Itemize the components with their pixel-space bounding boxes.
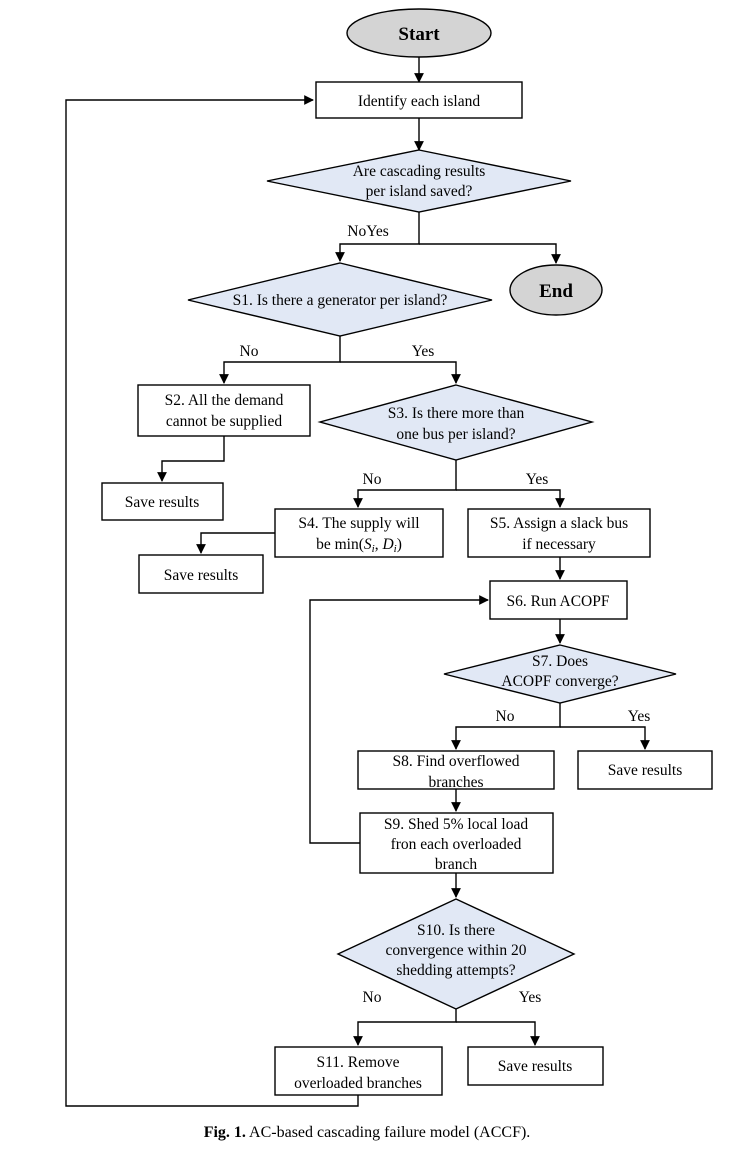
identify-label: Identify each island [358, 93, 480, 110]
s7-no-label: No [496, 708, 515, 725]
s3-no-label: No [363, 471, 382, 488]
edge-s4-save [196, 532, 275, 554]
s4-prefix: be min( [316, 536, 364, 553]
edge-s3-no [353, 460, 457, 508]
s6-box [489, 580, 628, 620]
edge-labels: NoYes No Yes No Yes No Yes No Yes [240, 223, 651, 1006]
s2-box [137, 384, 311, 437]
s4-suffix: ) [397, 536, 402, 553]
edge-s10-no [353, 1009, 457, 1046]
end-terminal [509, 264, 603, 316]
s10-save-results-label: Save results [498, 1058, 572, 1075]
s9-label-line3: branch [435, 856, 477, 873]
s4-label-line2: be min(Si, Di) [316, 536, 402, 555]
s7-save-results-box [577, 750, 713, 790]
edge-s3-yes [456, 489, 565, 508]
edge-savedq-split [335, 212, 420, 262]
s7-yes-label: Yes [628, 708, 651, 725]
start-label: Start [398, 24, 440, 45]
s7-diamond [443, 644, 677, 704]
s10-label-line1: S10. Is there [417, 922, 495, 939]
s3-yes-label: Yes [526, 471, 549, 488]
s10-yes-label: Yes [519, 989, 542, 1006]
edge-s7-no [451, 703, 561, 750]
s1-diamond [187, 262, 493, 337]
s11-box [274, 1046, 443, 1096]
s1-label: S1. Is there a generator per island? [233, 292, 448, 309]
s10-save-results-box [467, 1046, 604, 1086]
end-label: End [539, 281, 573, 302]
edge-s11-loop-identify [65, 95, 359, 1107]
s5-label-line2: if necessary [522, 536, 596, 553]
s9-box [359, 812, 554, 874]
s5-box [467, 508, 651, 558]
saved-question-diamond [266, 149, 572, 213]
edge-s7-yes [560, 726, 650, 750]
s9-label-line2: fron each overloaded [391, 836, 522, 853]
shapes [101, 8, 713, 1096]
figure-caption: Fig. 1. AC-based cascading failure model… [0, 1124, 734, 1142]
s11-label-line2: overloaded branches [294, 1075, 422, 1092]
s11-label-line1: S11. Remove [317, 1054, 400, 1071]
s10-label-line3: shedding attempts? [396, 962, 515, 979]
savedq-noyes-label: NoYes [347, 223, 389, 240]
s7-label-line1: S7. Does [532, 653, 588, 670]
connectors [65, 57, 650, 1107]
saved-question-label-line2: per island saved? [366, 183, 473, 200]
s4-var-s: S [364, 536, 372, 553]
s4-save-results-box [138, 554, 264, 594]
s4-box [274, 508, 444, 558]
s7-label-line2: ACOPF converge? [501, 673, 618, 690]
identify-box [315, 81, 523, 119]
start-terminal [346, 8, 492, 58]
saved-question-label-line1: Are cascading results [353, 163, 486, 180]
s7-save-results-label: Save results [608, 762, 682, 779]
s8-box [357, 750, 555, 790]
s3-label-line2: one bus per island? [396, 426, 515, 443]
s1-yes-label: Yes [412, 343, 435, 360]
edge-s1-yes [340, 361, 461, 384]
figure-number: Fig. 1. [203, 1124, 246, 1141]
edge-s1-no [219, 336, 341, 384]
s1-no-label: No [240, 343, 259, 360]
node-labels: Start End Identify each island Are casca… [125, 24, 682, 1092]
figure-caption-text: AC-based cascading failure model (ACCF). [245, 1124, 531, 1141]
s8-label-line2: branches [428, 774, 483, 791]
s10-no-label: No [363, 989, 382, 1006]
s4-var-d: D [381, 536, 393, 553]
s5-label-line1: S5. Assign a slack bus [490, 515, 628, 532]
s2-label-line2: cannot be supplied [166, 413, 282, 430]
edge-savedq-end [419, 243, 561, 264]
s4-save-results-label: Save results [164, 567, 238, 584]
s3-diamond [317, 384, 595, 461]
s4-comma: , [375, 536, 383, 553]
s2-save-results-label: Save results [125, 494, 199, 511]
s4-sub-i-1: i [372, 543, 375, 555]
s2-label-line1: S2. All the demand [165, 392, 284, 409]
edge-s9-loop-s6 [309, 595, 489, 844]
s4-sub-i-2: i [394, 543, 397, 555]
s6-label: S6. Run ACOPF [507, 593, 610, 610]
s4-label-line1: S4. The supply will [298, 515, 419, 532]
edge-s10-yes [456, 1021, 540, 1046]
s8-label-line1: S8. Find overflowed [392, 753, 519, 770]
s10-label-line2: convergence within 20 [386, 942, 527, 959]
s2-save-results-box [101, 482, 224, 521]
s9-label-line1: S9. Shed 5% local load [384, 816, 528, 833]
edge-s2-save [157, 436, 225, 482]
s3-label-line1: S3. Is there more than [388, 405, 525, 422]
s10-diamond [336, 898, 576, 1010]
